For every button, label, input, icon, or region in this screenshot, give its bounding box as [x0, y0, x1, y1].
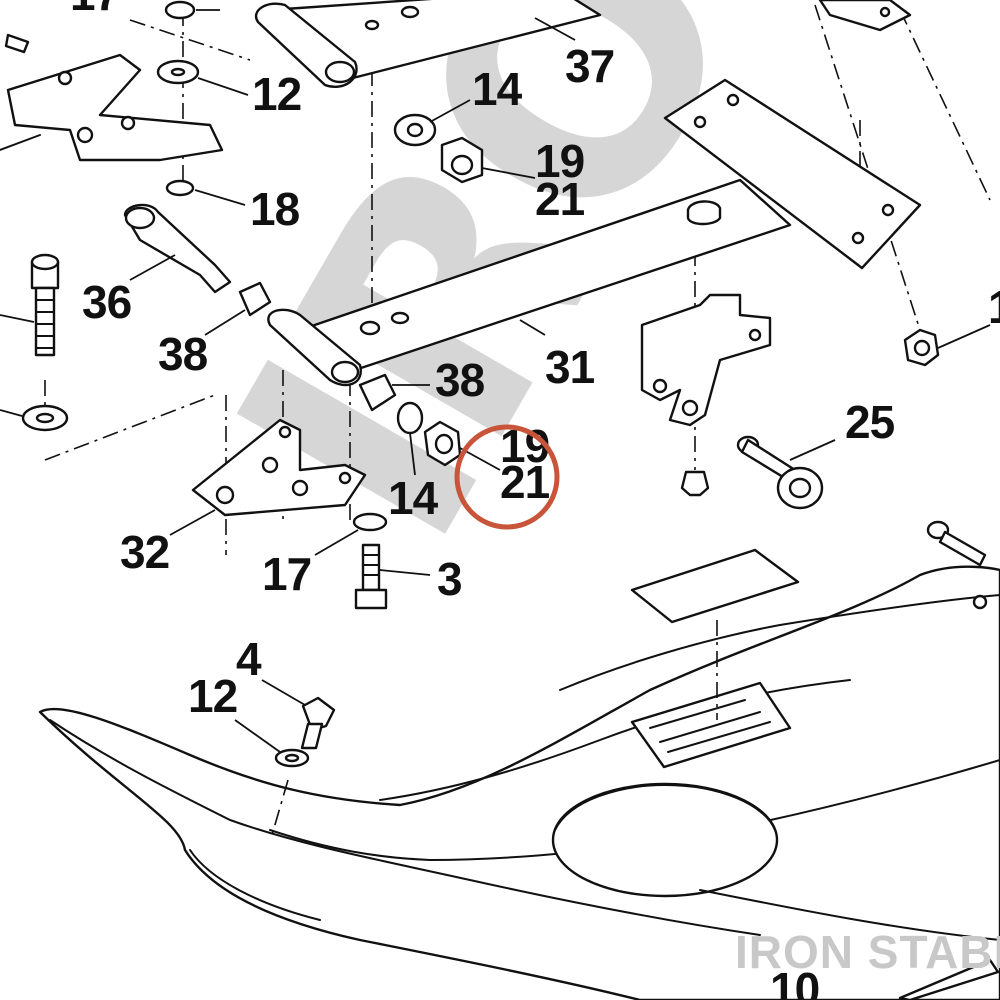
part-36-bolt	[123, 203, 462, 467]
callout-21-mid: 21	[500, 456, 550, 508]
callout-21-top: 21	[535, 173, 585, 225]
part-32-bracket	[191, 418, 367, 517]
callout-12-low: 12	[188, 670, 237, 722]
brand-text: IRON STABLE	[735, 926, 1000, 978]
callout-labels: 17 12 18 37 14 19 21 36 38 31 38 1 25 19…	[70, 0, 1000, 1000]
hanger-bracket	[640, 293, 772, 497]
callout-4: 4	[236, 633, 262, 685]
callout-12-top: 12	[252, 68, 301, 120]
callout-14-top: 14	[472, 63, 523, 115]
callout-25: 25	[845, 396, 895, 448]
callout-19-top: 19	[535, 135, 584, 187]
highlight-circle	[454, 424, 560, 530]
callout-18: 18	[250, 183, 300, 235]
callout-10: 10	[770, 963, 819, 1000]
leader-lines	[0, 9, 991, 753]
callout-37: 37	[565, 40, 614, 92]
top-left-bracket	[0, 33, 224, 162]
callout-38-left: 38	[158, 328, 208, 380]
part-31-bar	[267, 78, 922, 387]
part-37-bar	[254, 0, 602, 88]
callout-38-right: 38	[435, 354, 485, 406]
part-4-bolt	[274, 696, 336, 768]
right-edge-hardware	[818, 0, 987, 567]
callout-36: 36	[82, 276, 131, 328]
left-cap-screw	[21, 253, 69, 432]
callout-1-edge: 1	[988, 281, 1000, 333]
top-hardware	[156, 0, 484, 197]
part-3-bolt	[352, 512, 388, 610]
callout-31: 31	[545, 341, 595, 393]
callout-17-top: 17	[70, 0, 119, 20]
part-25-pin	[736, 435, 824, 510]
callout-14-mid: 14	[388, 472, 439, 524]
callout-17-mid: 17	[262, 548, 311, 600]
mower-deck	[38, 548, 1000, 1000]
callout-3: 3	[437, 553, 462, 605]
part-10-bolt	[898, 958, 1000, 1000]
callout-32: 32	[120, 526, 169, 578]
